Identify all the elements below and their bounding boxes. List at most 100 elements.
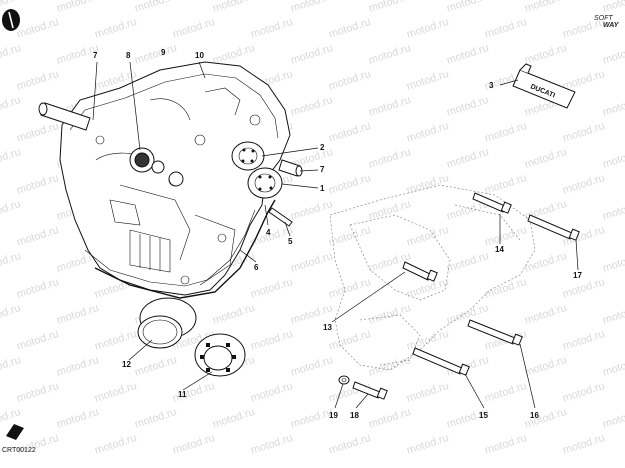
watermark-text: motod.ru bbox=[405, 328, 450, 353]
watermark-text: motod.ru bbox=[93, 328, 138, 353]
dowel-pin-right bbox=[278, 159, 303, 177]
callout-15: 15 bbox=[479, 411, 488, 420]
watermark-text: motod.ru bbox=[405, 120, 450, 145]
watermark-text: motod.ru bbox=[367, 94, 412, 119]
watermark-text: motod.ru bbox=[367, 42, 412, 67]
watermark-text: motod.ru bbox=[55, 302, 100, 327]
screw-part-5 bbox=[268, 207, 293, 227]
watermark-text: motod.ru bbox=[249, 432, 294, 457]
callout-5: 5 bbox=[288, 237, 293, 246]
watermark-text: motod.ru bbox=[289, 354, 334, 379]
watermark-text: motod.ru bbox=[483, 276, 528, 301]
washer-19 bbox=[338, 375, 350, 385]
watermark-text: motod.ru bbox=[0, 94, 22, 119]
watermark-text: motod.ru bbox=[171, 16, 216, 41]
bolt-13 bbox=[402, 261, 438, 282]
callout-7-right: 7 bbox=[320, 165, 325, 174]
watermark-text: motod.ru bbox=[445, 250, 490, 275]
watermark-text: motod.ru bbox=[523, 302, 568, 327]
watermark-text: motod.ru bbox=[483, 432, 528, 457]
callout-6: 6 bbox=[254, 263, 259, 272]
watermark-text: motod.ru bbox=[327, 224, 372, 249]
watermark-text: motod.ru bbox=[289, 250, 334, 275]
bolt-15 bbox=[412, 347, 470, 376]
watermark-text: motod.ru bbox=[133, 0, 178, 15]
watermark-text: motod.ru bbox=[445, 146, 490, 171]
bolt-16 bbox=[467, 319, 523, 346]
watermark-text: motod.ru bbox=[211, 302, 256, 327]
watermark-text: motod.ru bbox=[0, 302, 22, 327]
watermark-text: motod.ru bbox=[445, 0, 490, 15]
watermark-text: motod.ru bbox=[601, 354, 625, 379]
page-arrow-icon bbox=[6, 424, 24, 440]
bolt-18 bbox=[352, 381, 388, 400]
drawing-code-badge: CRT00122 bbox=[2, 424, 36, 454]
drawing-code: CRT00122 bbox=[2, 447, 36, 454]
watermark-text: motod.ru bbox=[367, 146, 412, 171]
callout-11: 11 bbox=[178, 390, 187, 399]
watermark-text: motod.ru bbox=[523, 250, 568, 275]
watermark-text: motod.ru bbox=[289, 94, 334, 119]
watermark-text: motod.ru bbox=[405, 380, 450, 405]
watermark-text: motod.ru bbox=[93, 380, 138, 405]
watermark-text: motod.ru bbox=[211, 0, 256, 15]
callout-9: 9 bbox=[161, 48, 166, 57]
watermark-text: motod.ru bbox=[0, 146, 22, 171]
watermark-text: motod.ru bbox=[327, 16, 372, 41]
watermark-text: motod.ru bbox=[405, 224, 450, 249]
brand-line-2: WAY bbox=[603, 22, 620, 29]
watermark-text: motod.ru bbox=[367, 0, 412, 15]
watermark-text: motod.ru bbox=[55, 354, 100, 379]
watermark-text: motod.ru bbox=[327, 172, 372, 197]
watermark-text: motod.ru bbox=[15, 120, 60, 145]
watermark-text: motod.ru bbox=[445, 302, 490, 327]
watermark-text: motod.ru bbox=[133, 406, 178, 431]
watermark-text: motod.ru bbox=[249, 380, 294, 405]
watermark-text: motod.ru bbox=[289, 198, 334, 223]
callout-4: 4 bbox=[266, 228, 271, 237]
watermark-text: motod.ru bbox=[561, 172, 606, 197]
watermark-text: motod.ru bbox=[367, 406, 412, 431]
sealant-tube: DUCATI bbox=[512, 63, 576, 109]
watermark-text: motod.ru bbox=[405, 16, 450, 41]
watermark-text: motod.ru bbox=[561, 328, 606, 353]
watermark-text: motod.ru bbox=[561, 432, 606, 457]
callout-18: 18 bbox=[350, 411, 359, 420]
ducati-logo-icon bbox=[2, 9, 20, 31]
leader-lines bbox=[92, 61, 579, 409]
watermark-text: motod.ru bbox=[133, 354, 178, 379]
watermark-text: motod.ru bbox=[0, 250, 22, 275]
watermark-text: motod.ru bbox=[15, 224, 60, 249]
callout-17: 17 bbox=[573, 271, 582, 280]
watermark-text: motod.ru bbox=[133, 42, 178, 67]
watermark-text: motod.ru bbox=[601, 94, 625, 119]
callout-12: 12 bbox=[122, 360, 131, 369]
watermark-text: motod.ru bbox=[289, 0, 334, 15]
watermark-text: motod.ru bbox=[15, 68, 60, 93]
watermark-text: motod.ru bbox=[15, 16, 60, 41]
watermark-text: motod.ru bbox=[249, 328, 294, 353]
watermark-text: motod.ru bbox=[601, 302, 625, 327]
watermark-text: motod.ru bbox=[561, 276, 606, 301]
watermark-text: motod.ru bbox=[55, 0, 100, 15]
callout-8: 8 bbox=[126, 51, 131, 60]
watermark-text: motod.ru bbox=[445, 42, 490, 67]
watermark-text: motod.ru bbox=[523, 0, 568, 15]
watermark-text: motod.ru bbox=[523, 146, 568, 171]
bolt-17 bbox=[527, 214, 580, 241]
watermark-text: motod.ru bbox=[601, 406, 625, 431]
watermark-text: motod.ru bbox=[483, 224, 528, 249]
callout-labels: 7 8 9 10 2 7 1 3 4 5 6 12 11 13 14 17 16… bbox=[93, 48, 582, 420]
watermark-text: motod.ru bbox=[483, 380, 528, 405]
watermark-text: motod.ru bbox=[327, 276, 372, 301]
watermark-text: motod.ru bbox=[289, 42, 334, 67]
watermark-text: motod.ru bbox=[289, 406, 334, 431]
watermark-text: motod.ru bbox=[483, 120, 528, 145]
watermark-text: motod.ru bbox=[0, 42, 22, 67]
watermark-text: motod.ru bbox=[405, 172, 450, 197]
watermark-text: motod.ru bbox=[327, 68, 372, 93]
dowel-pin-left bbox=[38, 102, 91, 131]
watermark-text: motod.ru bbox=[483, 16, 528, 41]
watermark-text: motod.ru bbox=[55, 406, 100, 431]
callout-16: 16 bbox=[530, 411, 539, 420]
